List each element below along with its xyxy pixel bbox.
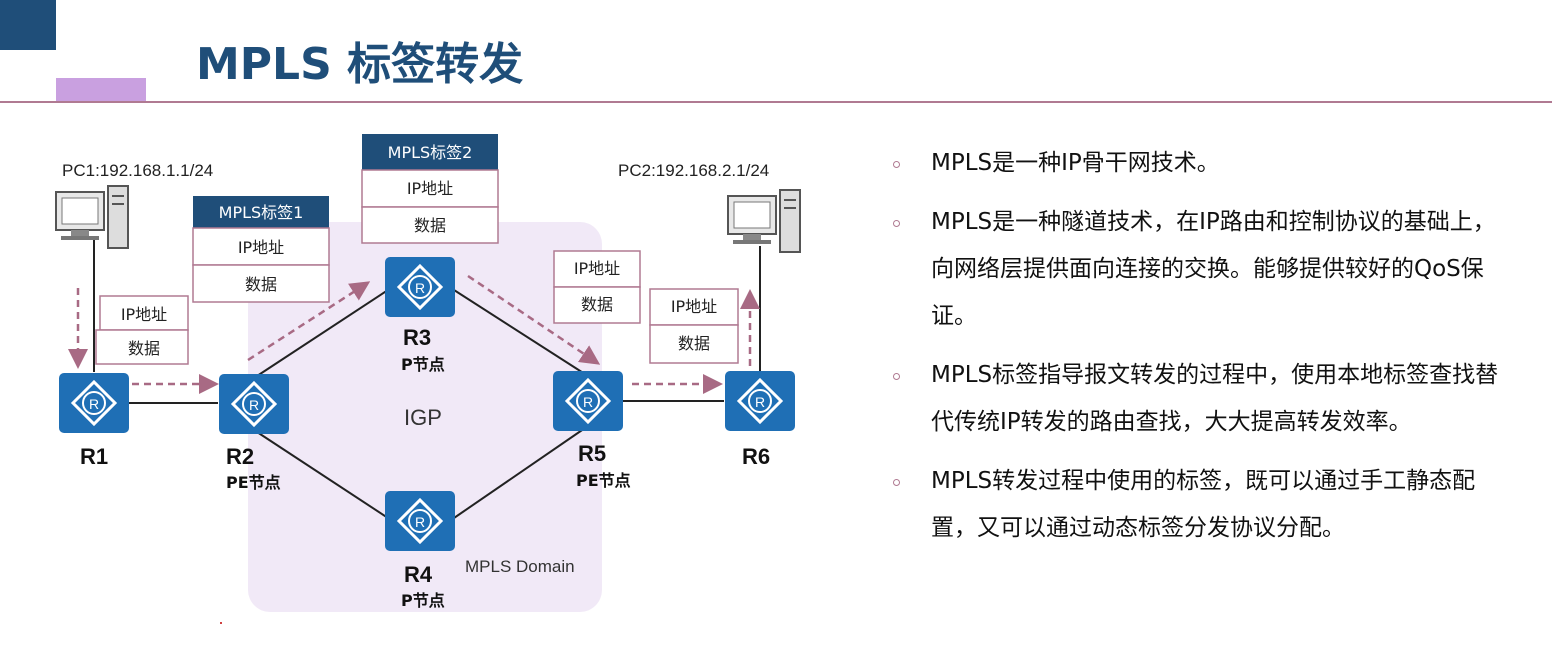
router-r1: R bbox=[57, 371, 131, 435]
router-glyph: R bbox=[249, 397, 259, 413]
corner-block bbox=[0, 0, 56, 50]
bullet-item: MPLS标签指导报文转发的过程中，使用本地标签查找替代传统IP转发的路由查找，大… bbox=[893, 352, 1513, 446]
router-glyph: R bbox=[89, 396, 99, 412]
stray-dot bbox=[220, 622, 222, 624]
mpls-domain-label: MPLS Domain bbox=[465, 557, 575, 576]
router-glyph: R bbox=[415, 514, 425, 530]
bullet-marker-icon bbox=[893, 161, 900, 168]
packet-label2: MPLS标签2 IP地址 数据 bbox=[361, 134, 499, 244]
mpls-diagram: PC1:192.168.1.1/24 PC2:192.168.2.1/24 R … bbox=[55, 134, 801, 612]
title-rule bbox=[0, 101, 1552, 103]
router-role-r3: P节点 bbox=[401, 355, 445, 374]
bullet-text: MPLS是一种隧道技术，在IP路由和控制协议的基础上，向网络层提供面向连接的交换… bbox=[931, 209, 1496, 329]
packet-field: IP地址 bbox=[671, 297, 717, 316]
link-r2-r3 bbox=[253, 289, 389, 379]
router-r5: R bbox=[551, 369, 625, 433]
router-role-r5: PE节点 bbox=[576, 471, 631, 490]
packet-field: IP地址 bbox=[407, 179, 453, 198]
bullet-marker-icon bbox=[893, 220, 900, 227]
packet-field: 数据 bbox=[245, 275, 277, 294]
packet-field: 数据 bbox=[414, 216, 446, 235]
packet-field: 数据 bbox=[128, 339, 160, 358]
pc1-icon bbox=[55, 185, 129, 249]
router-name-r1: R1 bbox=[80, 444, 108, 469]
router-glyph: R bbox=[415, 280, 425, 296]
router-r2: R bbox=[217, 372, 291, 436]
bullet-list: MPLS是一种IP骨干网技术。 MPLS是一种隧道技术，在IP路由和控制协议的基… bbox=[893, 140, 1513, 564]
link-r2-r4 bbox=[253, 429, 389, 519]
router-name-r5: R5 bbox=[578, 441, 606, 466]
bullet-marker-icon bbox=[893, 373, 900, 380]
link-r4-r5 bbox=[453, 425, 589, 519]
router-glyph: R bbox=[583, 394, 593, 410]
mpls-label-header: MPLS标签2 bbox=[388, 143, 473, 162]
packet-egress: IP地址 数据 bbox=[649, 288, 739, 364]
bullet-text: MPLS转发过程中使用的标签，既可以通过手工静态配置，又可以通过动态标签分发协议… bbox=[931, 468, 1476, 541]
packet-after-pop: IP地址 数据 bbox=[553, 250, 641, 324]
link-r3-r5 bbox=[453, 289, 589, 377]
igp-label: IGP bbox=[404, 405, 442, 430]
router-name-r4: R4 bbox=[404, 562, 433, 587]
packet-field: IP地址 bbox=[238, 238, 284, 257]
bullet-text: MPLS是一种IP骨干网技术。 bbox=[931, 150, 1220, 176]
pc2-icon bbox=[727, 189, 801, 253]
router-r4: R bbox=[383, 489, 457, 553]
bullet-item: MPLS转发过程中使用的标签，既可以通过手工静态配置，又可以通过动态标签分发协议… bbox=[893, 458, 1513, 552]
bullet-text: MPLS标签指导报文转发的过程中，使用本地标签查找替代传统IP转发的路由查找，大… bbox=[931, 362, 1499, 435]
router-r6: R bbox=[723, 369, 797, 433]
router-glyph: R bbox=[755, 394, 765, 410]
router-name-r2: R2 bbox=[226, 444, 254, 469]
pc1-label: PC1:192.168.1.1/24 bbox=[62, 161, 213, 180]
pc2-label: PC2:192.168.2.1/24 bbox=[618, 161, 769, 180]
flow-arrow-r3-r5 bbox=[467, 274, 601, 365]
slide-title: MPLS 标签转发 bbox=[196, 39, 524, 90]
router-name-r6: R6 bbox=[742, 444, 770, 469]
router-role-r4: P节点 bbox=[401, 591, 445, 610]
packet-field: IP地址 bbox=[574, 259, 620, 278]
packet-field: IP地址 bbox=[121, 305, 167, 324]
packet-field: 数据 bbox=[581, 295, 613, 314]
title-accent-bar bbox=[56, 78, 146, 102]
bullet-item: MPLS是一种IP骨干网技术。 bbox=[893, 140, 1513, 187]
packet-label1: MPLS标签1 IP地址 数据 bbox=[192, 196, 330, 303]
mpls-label-header: MPLS标签1 bbox=[219, 203, 304, 222]
packet-ingress: IP地址 数据 bbox=[95, 295, 189, 365]
mpls-domain-area bbox=[248, 222, 602, 612]
bullet-item: MPLS是一种隧道技术，在IP路由和控制协议的基础上，向网络层提供面向连接的交换… bbox=[893, 199, 1513, 340]
router-name-r3: R3 bbox=[403, 325, 431, 350]
router-role-r2: PE节点 bbox=[226, 473, 281, 492]
router-r3: R bbox=[383, 255, 457, 319]
packet-field: 数据 bbox=[678, 334, 710, 353]
bullet-marker-icon bbox=[893, 479, 900, 486]
